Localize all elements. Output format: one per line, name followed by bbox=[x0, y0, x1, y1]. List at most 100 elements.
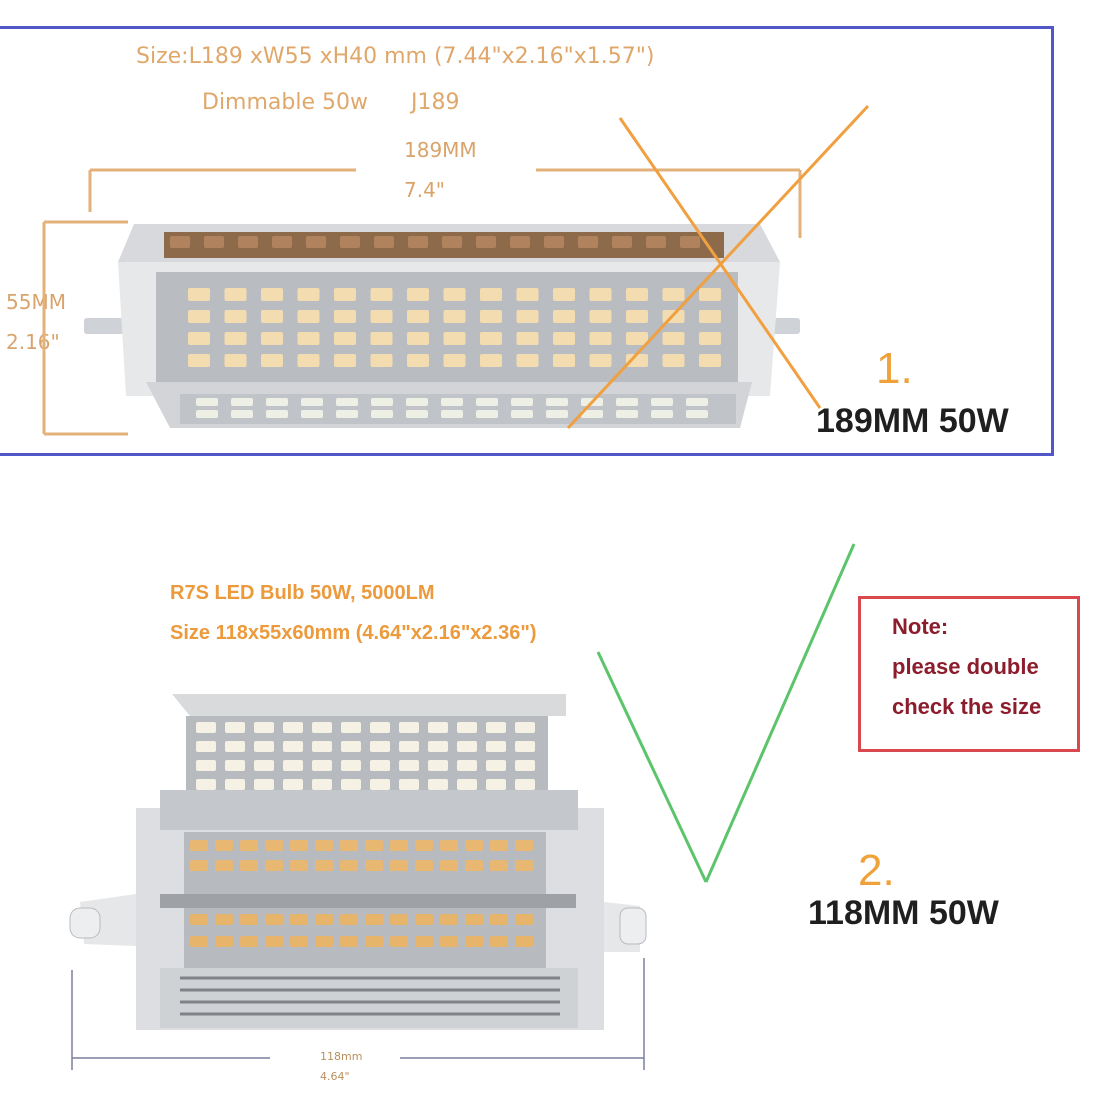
led-chip bbox=[626, 354, 648, 367]
led-chip bbox=[365, 840, 383, 851]
led-chip bbox=[336, 398, 358, 406]
led-chip bbox=[365, 914, 383, 925]
note-line-1: please double bbox=[892, 654, 1039, 679]
cross-out-mark bbox=[566, 104, 870, 430]
led-chip bbox=[188, 288, 210, 301]
led-chip bbox=[662, 288, 685, 301]
led-chip bbox=[490, 914, 508, 925]
led-chip bbox=[297, 310, 320, 323]
led-chip bbox=[490, 840, 508, 851]
led-chip bbox=[490, 860, 508, 871]
led-chip bbox=[406, 410, 428, 418]
led-chip bbox=[699, 332, 721, 345]
led-chip bbox=[399, 779, 419, 790]
led-chip bbox=[589, 354, 612, 367]
led-chip bbox=[170, 236, 190, 248]
led-chip bbox=[240, 860, 258, 871]
led-chip bbox=[515, 860, 533, 871]
led-chip bbox=[370, 760, 390, 771]
led-chip bbox=[515, 760, 535, 771]
led-chip bbox=[480, 354, 502, 367]
led-chip bbox=[225, 779, 245, 790]
led-chip bbox=[612, 236, 632, 248]
led-chip bbox=[515, 914, 533, 925]
led-chip bbox=[196, 760, 216, 771]
led-chip bbox=[315, 860, 333, 871]
led-chip bbox=[415, 860, 433, 871]
led-chip bbox=[261, 288, 283, 301]
led-chip bbox=[651, 410, 673, 418]
led-chip bbox=[370, 310, 393, 323]
led-chip bbox=[465, 840, 483, 851]
led-chip bbox=[486, 741, 506, 752]
led-chip bbox=[516, 288, 539, 301]
led-chip bbox=[290, 840, 308, 851]
led-chip bbox=[283, 779, 303, 790]
led-chip bbox=[646, 236, 666, 248]
led-chip bbox=[340, 236, 360, 248]
led-chip bbox=[315, 936, 333, 947]
led-chip bbox=[457, 779, 477, 790]
led-chip bbox=[224, 354, 247, 367]
led-chip bbox=[224, 332, 247, 345]
led-chip bbox=[238, 236, 258, 248]
led-chip bbox=[240, 840, 258, 851]
led-chip bbox=[224, 288, 247, 301]
led-chip bbox=[616, 410, 638, 418]
led-chip bbox=[428, 779, 448, 790]
led-chip bbox=[196, 410, 218, 418]
led-chip bbox=[465, 936, 483, 947]
led-chip bbox=[480, 310, 502, 323]
led-chip bbox=[651, 398, 673, 406]
led-chip bbox=[428, 741, 448, 752]
led-chip bbox=[442, 236, 462, 248]
led-chip bbox=[215, 914, 233, 925]
note-box bbox=[858, 596, 1080, 752]
led-chip bbox=[261, 332, 283, 345]
led-chip bbox=[240, 936, 258, 947]
led-chip bbox=[480, 332, 502, 345]
led-chip bbox=[390, 860, 408, 871]
led-chip bbox=[225, 760, 245, 771]
bottom-length-mm: 118mm bbox=[320, 1050, 363, 1063]
led-chip bbox=[553, 332, 575, 345]
led-chip bbox=[626, 288, 648, 301]
led-chip bbox=[341, 760, 361, 771]
led-chip bbox=[334, 288, 356, 301]
led-chip bbox=[283, 760, 303, 771]
bottom-model-label: 118MM 50W bbox=[808, 894, 999, 932]
led-chip bbox=[457, 760, 477, 771]
led-chip bbox=[399, 760, 419, 771]
led-chip bbox=[686, 398, 708, 406]
led-chip bbox=[340, 860, 358, 871]
led-chip bbox=[440, 936, 458, 947]
led-chip bbox=[544, 236, 564, 248]
led-chip bbox=[440, 860, 458, 871]
led-chip bbox=[415, 914, 433, 925]
led-chip bbox=[190, 860, 208, 871]
led-chip bbox=[334, 310, 356, 323]
led-chip bbox=[265, 914, 283, 925]
top-product-frame bbox=[0, 26, 1054, 456]
led-chip bbox=[441, 410, 463, 418]
led-chip bbox=[301, 398, 323, 406]
led-chip bbox=[196, 722, 216, 733]
led-chip bbox=[254, 760, 274, 771]
led-chip bbox=[407, 310, 429, 323]
led-chip bbox=[190, 936, 208, 947]
led-chip bbox=[365, 860, 383, 871]
led-chip bbox=[441, 398, 463, 406]
led-chip bbox=[190, 840, 208, 851]
led-chip bbox=[399, 741, 419, 752]
top-size-text: Size:L189 xW55 xH40 mm (7.44"x2.16"x1.57… bbox=[136, 44, 655, 69]
led-chip bbox=[553, 310, 575, 323]
check-mark bbox=[596, 543, 856, 883]
led-chip bbox=[290, 860, 308, 871]
led-chip bbox=[428, 760, 448, 771]
led-chip bbox=[415, 936, 433, 947]
led-chip bbox=[254, 779, 274, 790]
led-chip bbox=[589, 332, 612, 345]
led-chip bbox=[370, 741, 390, 752]
top-index-number: 1. bbox=[876, 344, 913, 393]
bottom-length-in: 4.64" bbox=[320, 1070, 350, 1083]
